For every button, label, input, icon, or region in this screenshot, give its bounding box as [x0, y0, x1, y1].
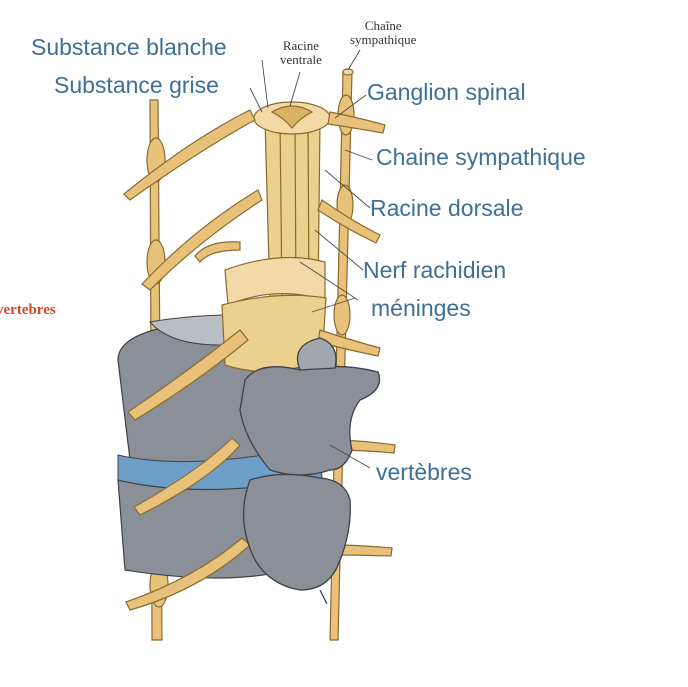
vertebral-arches: [239, 337, 381, 604]
label-racine-dorsale: Racine dorsale: [370, 195, 524, 221]
label-ganglion-spinal: Ganglion spinal: [367, 79, 526, 105]
label-chaine-top-line2: sympathique: [350, 31, 417, 47]
pointer-lines: [249, 49, 373, 469]
label-vertebres-left: vertebres: [0, 302, 56, 318]
label-chaine-sympathique-top: Chaîne sympathique: [350, 19, 416, 46]
label-substance-grise: Substance grise: [54, 72, 219, 98]
label-vertebres: vertèbres: [376, 459, 472, 485]
spinal-cord: [221, 119, 327, 373]
label-racine-ventrale-line1: Racine: [282, 38, 319, 53]
spinal-cord-cross-section: [253, 101, 331, 135]
label-chaine-top-line1: Chaîne: [364, 18, 402, 33]
label-chaine-sympathique: Chaine sympathique: [376, 144, 586, 170]
label-racine-ventrale: Racine ventrale: [280, 39, 322, 66]
label-nerf-rachidien: Nerf rachidien: [363, 257, 507, 283]
label-substance-blanche: Substance blanche: [31, 34, 227, 60]
label-meninges: méninges: [371, 295, 471, 321]
label-racine-ventrale-line2: ventrale: [280, 51, 322, 67]
